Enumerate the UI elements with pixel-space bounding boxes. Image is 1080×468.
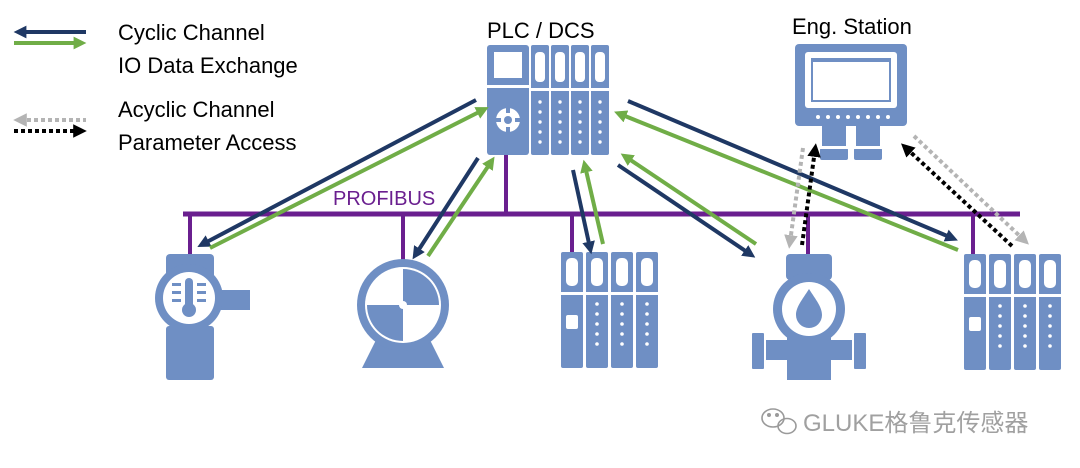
cyclic-arrow-motor-to-plc: [426, 156, 495, 258]
plc-dcs-controller: [487, 45, 609, 155]
watermark-text: GLUKE格鲁克传感器: [803, 410, 1028, 437]
acyclic-legend-arrows: [13, 113, 87, 138]
cyclic-arrow-temperature-to-plc: [209, 107, 489, 250]
profibus-bus: [183, 155, 1020, 262]
acyclic-arrows: [784, 134, 1029, 249]
cyclic-arrow-right-io-to-plc: [614, 110, 959, 252]
remote-io-middle: [561, 252, 658, 368]
cyclic-arrow-flowmeter-to-plc: [620, 153, 758, 246]
plc-dcs-label: PLC / DCS: [487, 18, 595, 43]
cyclic-arrow-plc-to-remote-io: [571, 169, 595, 255]
cyclic-arrow-plc-to-temperature: [197, 98, 477, 247]
watermark: GLUKE格鲁克传感器: [761, 408, 1028, 437]
legend-acyclic-title: Acyclic Channel: [118, 97, 275, 122]
eng-station-monitor: [795, 44, 907, 160]
water-drop-icon: [796, 289, 822, 328]
cyclic-arrows: [197, 98, 959, 260]
plc-dpad-icon: [496, 108, 520, 132]
fan-blade-icon: [367, 269, 439, 341]
eng-station-label: Eng. Station: [792, 14, 912, 39]
profibus-label: PROFIBUS: [333, 188, 435, 210]
fan-motor: [357, 259, 449, 368]
legend-acyclic-subtitle: Parameter Access: [118, 130, 297, 155]
cyclic-arrow-remote-io-to-plc: [580, 159, 605, 245]
temperature-transmitter: [155, 254, 250, 380]
legend: Cyclic Channel IO Data Exchange Acyclic …: [13, 20, 298, 155]
cyclic-arrow-plc-to-flowmeter: [616, 163, 756, 258]
acyclic-arrow-flowmeter-to-station: [800, 143, 821, 246]
cyclic-arrow-plc-to-motor: [412, 156, 480, 260]
acyclic-arrow-station-to-right-io: [912, 134, 1029, 245]
legend-cyclic-title: Cyclic Channel: [118, 20, 265, 45]
cyclic-arrow-plc-to-right-io: [627, 99, 958, 242]
cyclic-legend-arrows: [13, 25, 87, 50]
wechat-icon: [761, 408, 797, 435]
legend-cyclic-subtitle: IO Data Exchange: [118, 53, 298, 78]
thermometer-icon: [172, 278, 206, 317]
acyclic-arrow-station-to-flowmeter: [784, 147, 805, 249]
acyclic-arrow-right-io-to-station: [901, 143, 1014, 248]
flow-meter: [752, 254, 866, 380]
plc-io-leds: [538, 100, 602, 144]
remote-io-right: [964, 254, 1061, 370]
